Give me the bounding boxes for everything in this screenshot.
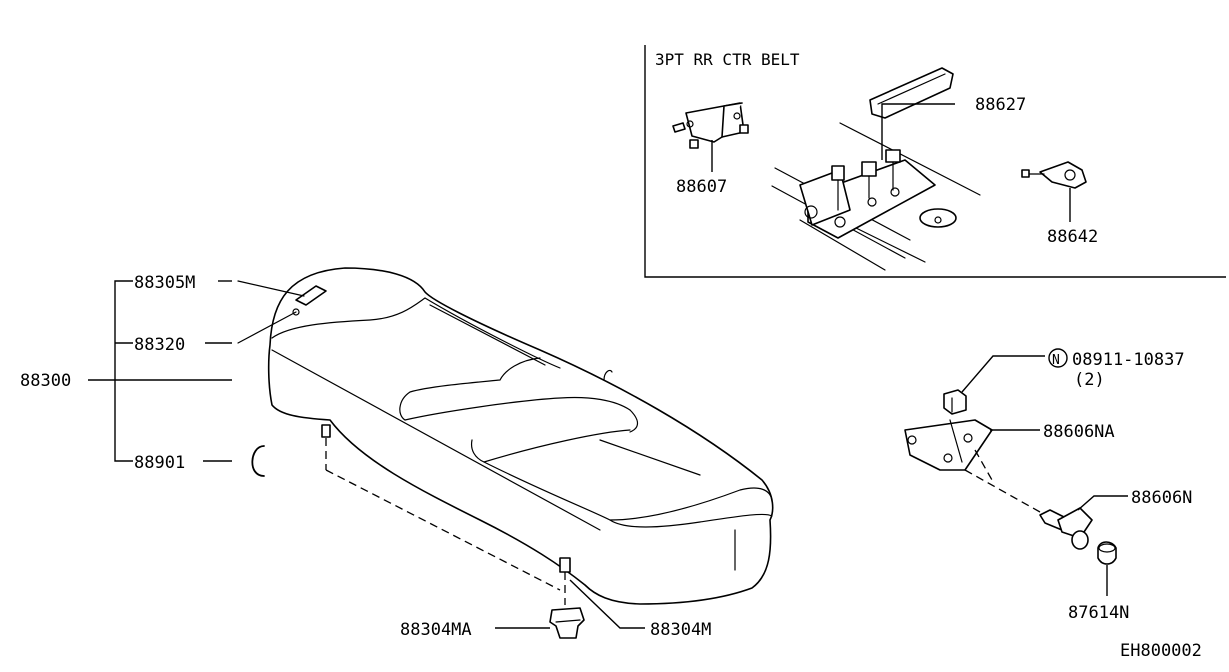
- bracket-88606NA: 88606NA: [904, 419, 1115, 513]
- bolt-88606N: 88606N: [1039, 488, 1192, 550]
- bracket-88607: 88607: [672, 102, 749, 197]
- label-88627: 88627: [975, 95, 1026, 115]
- guide-88642: 88642: [1021, 161, 1098, 247]
- label-88606N: 88606N: [1131, 488, 1192, 508]
- label-88300: 88300: [20, 371, 71, 391]
- label-88304M: 88304M: [650, 620, 711, 640]
- seat-cushion: [237, 267, 774, 605]
- clip-88304MA: 88304MA: [400, 607, 585, 640]
- label-88642: 88642: [1047, 227, 1098, 247]
- label-88304MA: 88304MA: [400, 620, 472, 640]
- nut-08911: N 08911-10837 (2): [943, 348, 1185, 415]
- label-87614N: 87614N: [1068, 603, 1129, 623]
- nut-symbol: N: [1052, 353, 1060, 368]
- label-88320: 88320: [134, 335, 185, 355]
- inset-title: 3PT RR CTR BELT: [655, 50, 800, 69]
- label-88607: 88607: [676, 177, 727, 197]
- anchor-88627: 88627: [771, 67, 1026, 271]
- label-qty-2: (2): [1074, 370, 1105, 390]
- inset-box: 3PT RR CTR BELT: [644, 45, 1226, 278]
- cap-87614N: 87614N: [1068, 541, 1129, 623]
- seat-hooks: 88304M: [321, 424, 711, 640]
- label-88606NA: 88606NA: [1043, 422, 1115, 442]
- diagram-id: EH800002: [1120, 641, 1202, 661]
- callout-bracket: 88305M 88320 88300 88901: [20, 273, 265, 477]
- label-88901: 88901: [134, 453, 185, 473]
- label-88305M: 88305M: [134, 273, 195, 293]
- label-08911-10837: 08911-10837: [1072, 350, 1185, 370]
